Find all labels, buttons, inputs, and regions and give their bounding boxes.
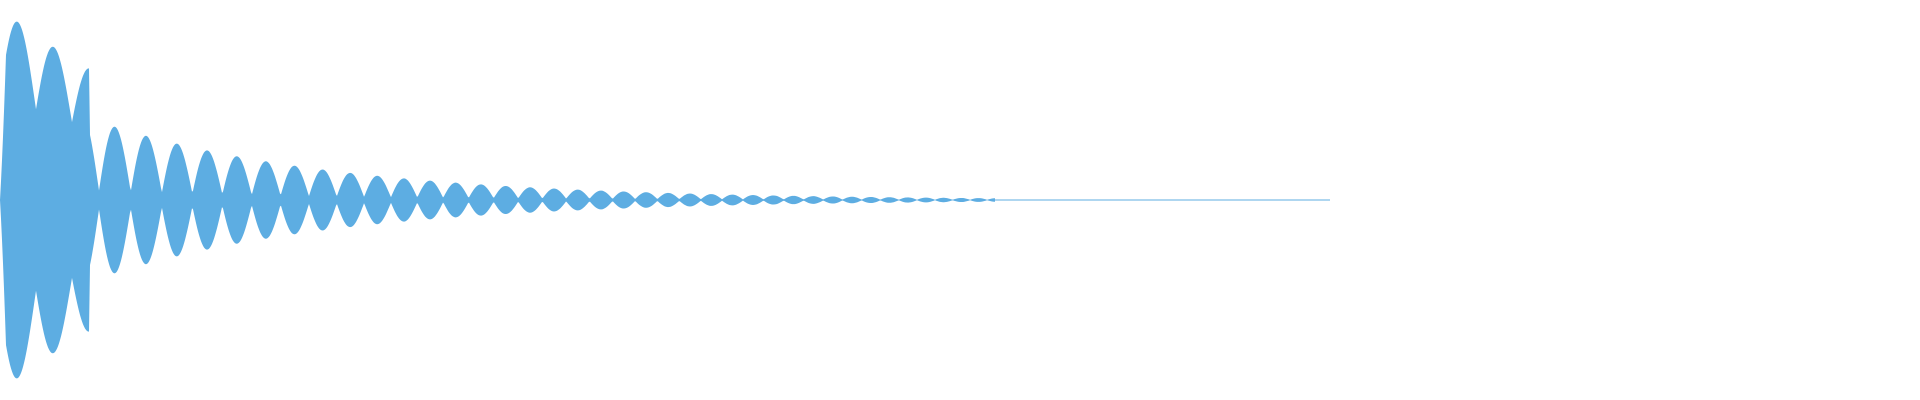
waveform-envelope	[0, 21, 995, 379]
